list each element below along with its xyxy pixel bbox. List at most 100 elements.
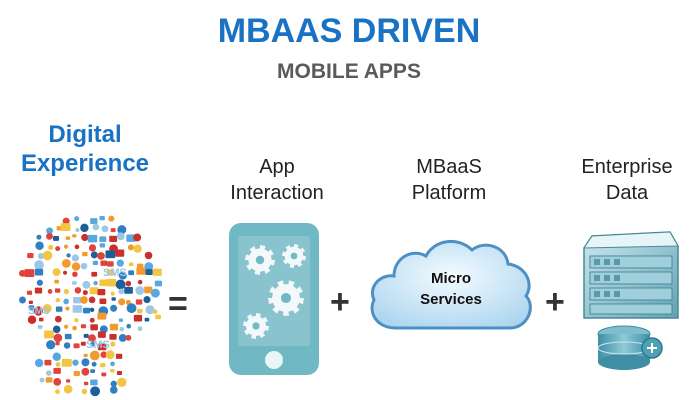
collage-dot (46, 232, 53, 240)
collage-dot (105, 350, 115, 360)
collage-dot (28, 305, 35, 310)
head-collage-icon: SMS SMS SMS (19, 215, 169, 397)
collage-dot (125, 280, 132, 287)
collage-dot (137, 326, 143, 332)
collage-dot (34, 260, 44, 270)
collage-dot (87, 234, 98, 243)
enterprise-data-line2: Data (605, 182, 649, 204)
collage-dot (110, 368, 115, 373)
collage-dot (126, 303, 137, 314)
collage-dot (97, 289, 106, 296)
collage-dot (110, 291, 115, 296)
collage-dot (34, 358, 44, 368)
collage-dot (55, 362, 61, 367)
collage-dot (135, 299, 143, 305)
collage-dot (55, 341, 60, 346)
collage-dot (34, 287, 43, 294)
collage-dot (133, 233, 142, 242)
collage-dot (143, 296, 151, 304)
collage-dot (88, 244, 97, 252)
collage-dot (144, 251, 153, 260)
collage-dot (63, 342, 71, 349)
collage-dot (109, 323, 119, 331)
collage-dot (126, 323, 132, 329)
collage-dot (125, 334, 132, 341)
collage-dot (24, 269, 35, 278)
collage-dot (99, 236, 107, 242)
collage-dot (74, 244, 80, 250)
collage-dot (53, 236, 60, 241)
collage-dot (133, 314, 143, 322)
collage-dot (63, 298, 69, 305)
collage-dot (110, 304, 118, 312)
cloud-label: Micro Services (385, 268, 517, 310)
collage-dot (81, 388, 88, 395)
app-interaction-line2: Interaction (230, 182, 324, 204)
collage-dot (35, 241, 44, 250)
collage-dot (99, 243, 106, 248)
collage-dot (109, 386, 118, 394)
collage-dot (117, 225, 127, 235)
mbaas-platform-line1: MBaaS (416, 156, 482, 178)
cloud-label-line2: Services (420, 291, 482, 308)
collage-dot (133, 244, 142, 253)
collage-dot (99, 325, 108, 334)
collage-dot (115, 279, 126, 290)
collage-dot (106, 261, 114, 267)
collage-dot (53, 333, 63, 343)
collage-dot (81, 358, 90, 367)
collage-dot (44, 330, 54, 339)
gear-hole (280, 292, 292, 304)
collage-dot (74, 318, 79, 323)
collage-dot (128, 262, 134, 267)
collage-dot (144, 317, 150, 322)
collage-dot (108, 215, 115, 222)
plus-sign-1: + (330, 283, 350, 321)
collage-dot (55, 306, 63, 312)
collage-dot (89, 350, 100, 361)
collage-dot (90, 218, 98, 225)
collage-dot (117, 377, 127, 387)
collage-dot (155, 314, 161, 320)
collage-dot (100, 351, 108, 359)
head-word-1: SMS (103, 267, 127, 279)
collage-dot (154, 280, 162, 287)
collage-dot (83, 353, 88, 358)
collage-dot (36, 279, 43, 286)
plus-sign-2: + (545, 283, 565, 321)
collage-dot (73, 343, 80, 349)
collage-dot (63, 384, 73, 394)
collage-dot (90, 386, 101, 397)
collage-dot (106, 278, 117, 287)
collage-dot (63, 270, 68, 275)
collage-dot (115, 353, 123, 359)
smartphone-gears-icon (229, 223, 319, 375)
collage-dot (90, 341, 96, 347)
collage-dot (42, 303, 52, 313)
collage-dot (116, 232, 125, 241)
collage-dot (63, 288, 70, 295)
collage-dot (26, 290, 33, 295)
collage-dot (118, 271, 127, 280)
collage-dot (105, 250, 116, 259)
collage-dot (62, 217, 70, 225)
collage-dot (39, 377, 45, 383)
collage-dot (144, 262, 154, 271)
digital-experience-line1: Digital (48, 121, 122, 148)
collage-dot (106, 269, 115, 276)
collage-dot (88, 296, 96, 304)
collage-dot (90, 379, 98, 386)
collage-dot (137, 263, 144, 269)
collage-dot (128, 270, 135, 276)
collage-dot (90, 324, 98, 331)
collage-dot (64, 324, 69, 329)
collage-dot (71, 254, 80, 262)
collage-dot (83, 307, 91, 314)
equals-sign: = (168, 285, 188, 323)
collage-dot (36, 234, 42, 240)
collage-dot (47, 289, 53, 294)
collage-dot (55, 297, 61, 303)
collage-dot (55, 389, 60, 395)
collage-dot (110, 380, 117, 388)
collage-dot (60, 223, 71, 232)
